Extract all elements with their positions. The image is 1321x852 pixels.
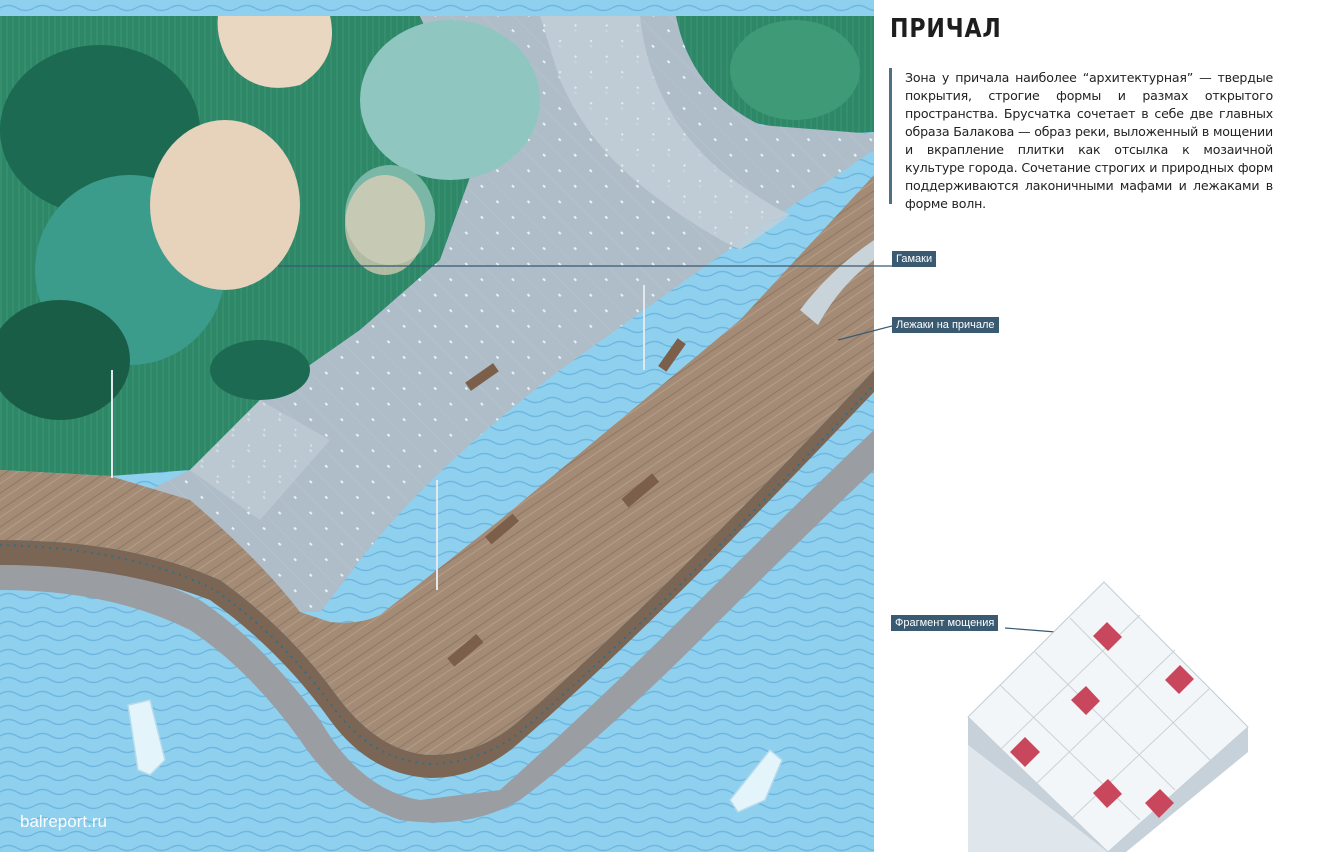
deck-edge [0, 370, 874, 778]
railing [0, 384, 875, 766]
label-paving-fragment: Фрагмент мощения [891, 615, 999, 631]
embankment-edge [0, 430, 874, 823]
lamps [111, 285, 645, 590]
label-loungers: Лежаки на причале [892, 317, 999, 333]
boats [127, 699, 783, 813]
label-hammocks: Гамаки [892, 251, 937, 267]
description-text: Зона у причала наиболее “архитектурная” … [905, 70, 1273, 211]
plaza-paving [150, 16, 874, 612]
benches [447, 338, 686, 667]
description-accent-bar [889, 68, 892, 204]
watermark: balreport.ru [20, 812, 107, 831]
wooden-deck [0, 175, 874, 755]
page-title: ПРИЧАЛ [890, 14, 1002, 44]
leader-lines [278, 265, 1057, 633]
hammock-areas [150, 16, 425, 290]
lounger-waves [800, 240, 874, 325]
paving-fragment [967, 581, 1249, 852]
